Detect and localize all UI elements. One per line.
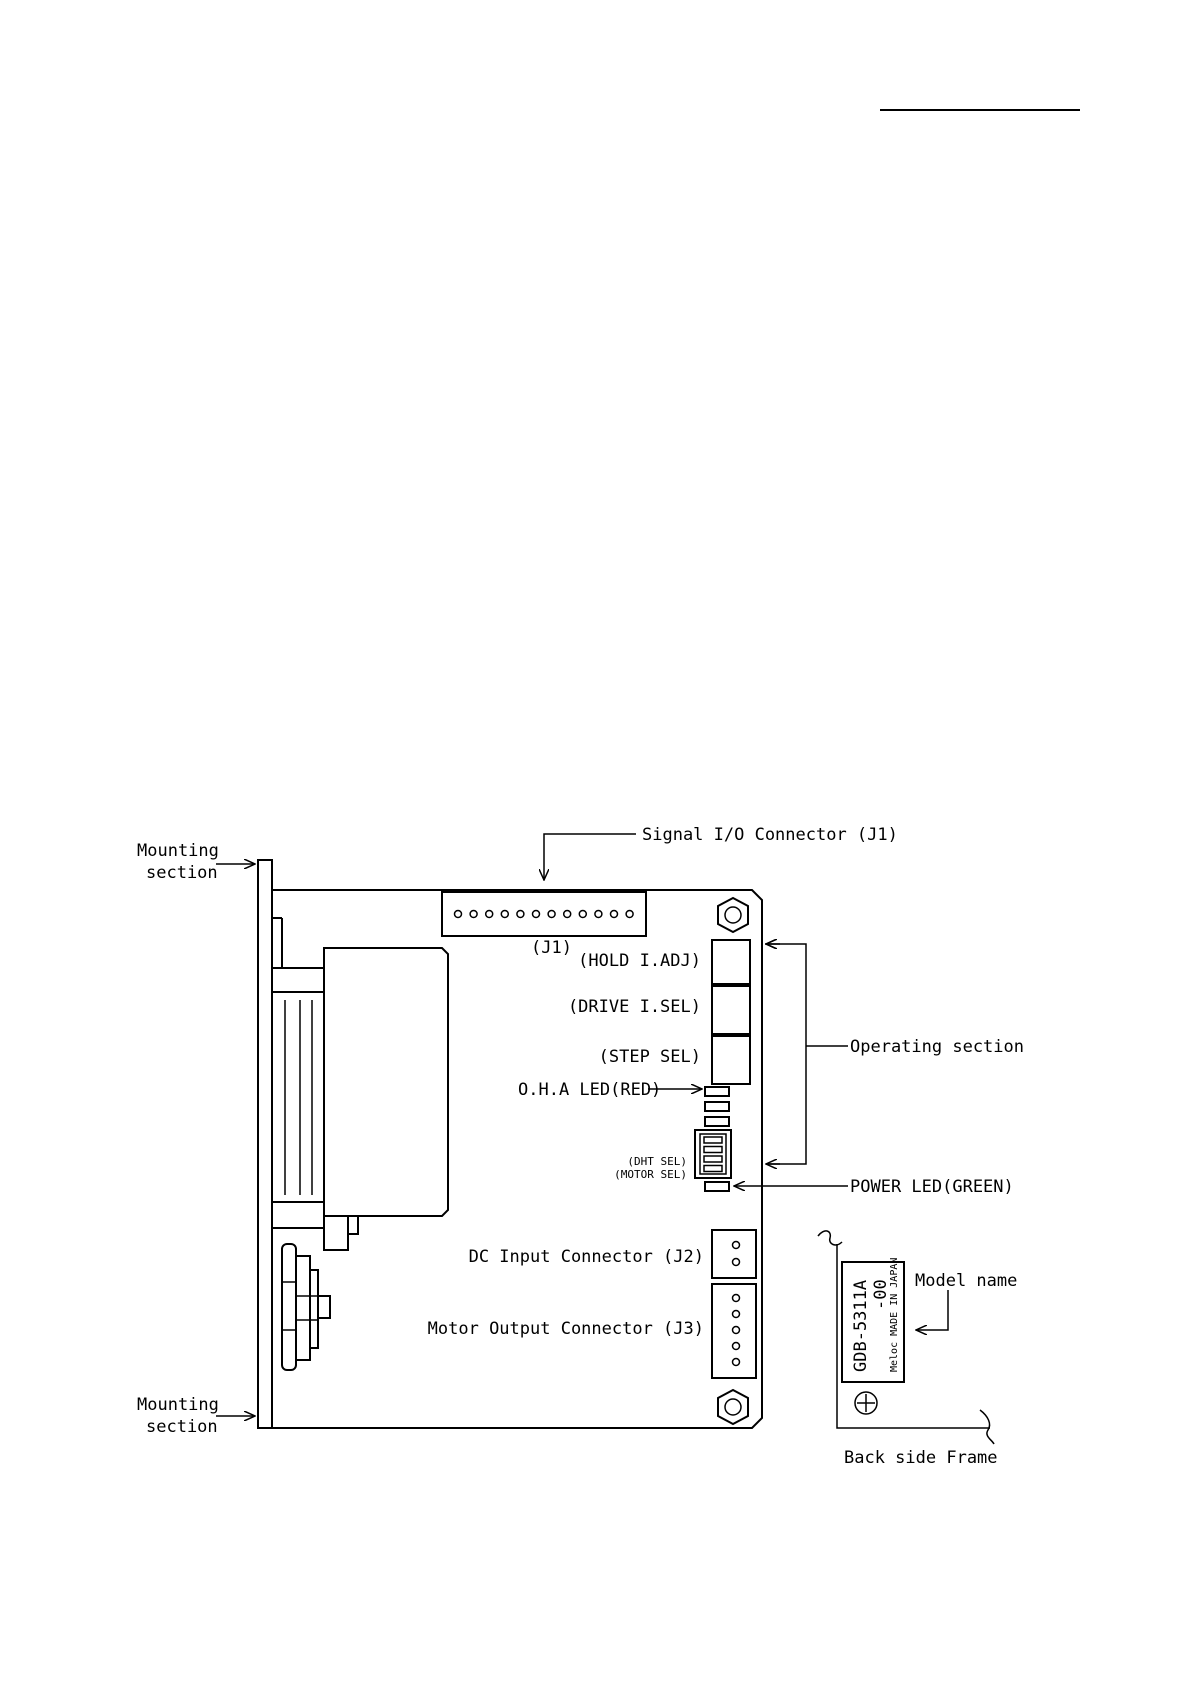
hold-adj-label: (HOLD I.ADJ) (578, 951, 701, 971)
step-sel-label: (STEP SEL) (599, 1047, 701, 1067)
operating-section-label: Operating section (850, 1037, 1024, 1057)
j1-pin (501, 911, 508, 918)
heatsink-block (272, 918, 448, 1250)
j1-pin (595, 911, 602, 918)
j1-pin (548, 911, 555, 918)
mounting-bottom-label-2: section (146, 1417, 218, 1437)
mounting-bottom-label-1: Mounting (137, 1395, 219, 1415)
j1-pin (486, 911, 493, 918)
j1-pin (564, 911, 571, 918)
dip-switch (695, 1130, 731, 1178)
mounting-hole-bottom (718, 1390, 748, 1424)
model-code-text: GDB-5311A (851, 1280, 871, 1372)
j2-dc-input-connector (712, 1230, 756, 1278)
model-suffix-text: -00 (871, 1279, 891, 1310)
mounting-top-label-1: Mounting (137, 841, 219, 861)
j1-connector (442, 892, 646, 936)
j1-pin (579, 911, 586, 918)
dc-input-label: DC Input Connector (J2) (469, 1247, 704, 1267)
motor-sel-label: (MOTOR SEL) (614, 1168, 687, 1181)
oha-led-red (705, 1087, 729, 1096)
operating-bracket (765, 944, 848, 1164)
step-sel-switch (712, 1036, 750, 1084)
mounting-hole-top (718, 898, 748, 932)
drive-sel-label: (DRIVE I.SEL) (568, 997, 701, 1017)
power-led-label: POWER LED(GREEN) (850, 1177, 1014, 1197)
model-name-label: Model name (915, 1271, 1017, 1291)
j1-pin (517, 911, 524, 918)
maker-text: Meloc MADE IN JAPAN (889, 1258, 900, 1372)
j1-pin (626, 911, 633, 918)
hold-adj-switch (712, 940, 750, 984)
dht-sel-label: (DHT SEL) (627, 1155, 687, 1168)
power-led-green (705, 1182, 729, 1191)
j1-label: (J1) (531, 938, 572, 958)
j1-pin (455, 911, 462, 918)
j1-pin (611, 911, 618, 918)
mounting-top-label-2: section (146, 863, 218, 883)
j1-pin (470, 911, 477, 918)
back-side-frame (818, 1231, 994, 1444)
drive-sel-switch (712, 986, 750, 1034)
j1-pin (533, 911, 540, 918)
signal-io-leader (544, 834, 636, 880)
signal-io-label: Signal I/O Connector (J1) (642, 825, 898, 845)
mounting-flange (258, 860, 272, 1428)
back-frame-label: Back side Frame (844, 1448, 998, 1468)
motor-output-label: Motor Output Connector (J3) (428, 1319, 704, 1339)
j3-motor-output-connector (712, 1284, 756, 1378)
oha-led-label: O.H.A LED(RED) (518, 1080, 661, 1100)
led-3 (705, 1117, 729, 1126)
led-2 (705, 1102, 729, 1111)
